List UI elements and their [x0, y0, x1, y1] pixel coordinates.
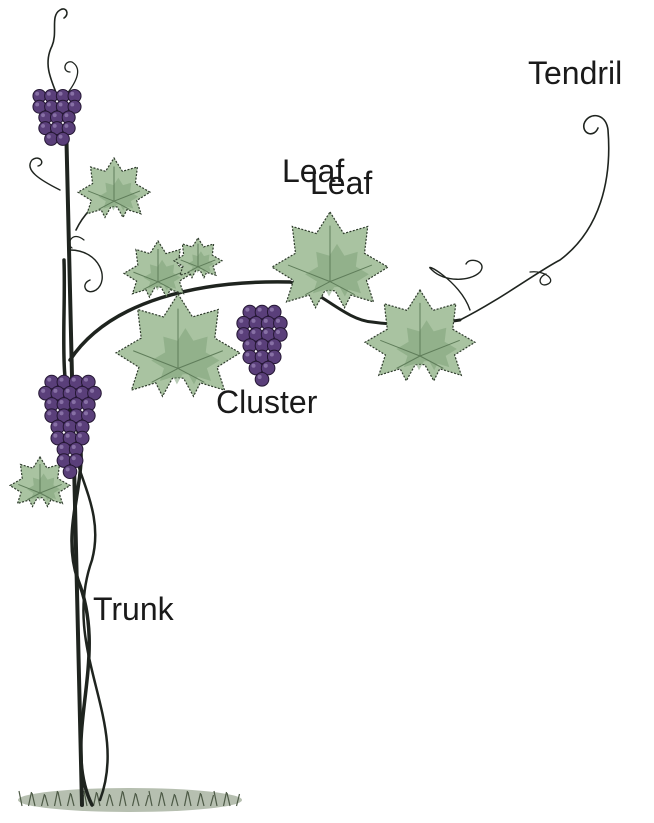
ground-grass — [18, 788, 242, 812]
vine-leaf-icon — [174, 238, 222, 278]
vine-stems — [30, 9, 609, 805]
vine-leaf-icon — [124, 241, 192, 297]
vine-leaf-icon — [365, 290, 475, 381]
grape-cluster-icon — [39, 375, 102, 478]
vine-leaf-icon — [272, 212, 388, 308]
grape-cluster-icon — [237, 305, 287, 386]
label-leaf-2: Leaf — [310, 167, 372, 199]
label-cluster: Cluster — [216, 386, 317, 418]
label-tendril: Tendril — [528, 57, 622, 89]
vine-leaf-icon — [78, 158, 150, 217]
grape-cluster-icon — [33, 90, 81, 146]
label-trunk: Trunk — [93, 593, 174, 625]
